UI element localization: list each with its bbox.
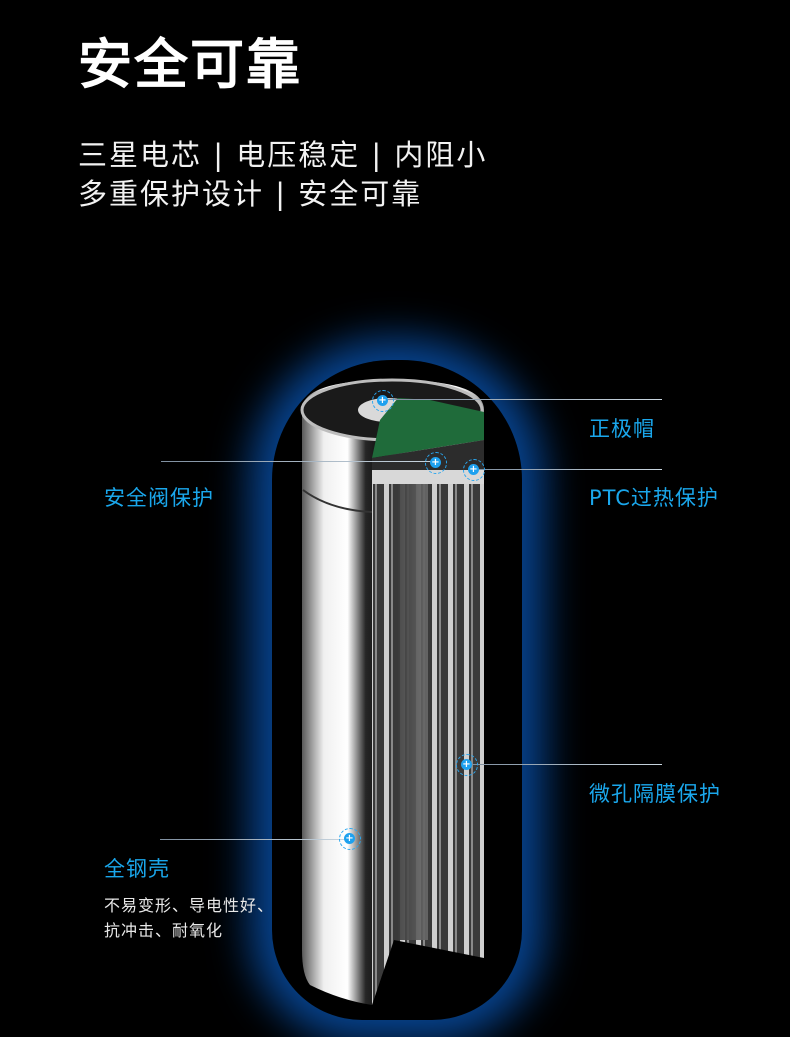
label-separator: 微孔隔膜保护 <box>589 782 721 806</box>
plus-marker-icon[interactable] <box>339 828 361 850</box>
label-safety-valve: 安全阀保护 <box>104 486 214 510</box>
steel-shell-desc-line-1: 不易变形、导电性好、 <box>104 896 275 915</box>
plus-marker-icon[interactable] <box>456 754 478 776</box>
callout-line-positive-cap <box>386 399 662 400</box>
label-positive-cap: 正极帽 <box>589 417 655 441</box>
callout-line-safety-valve <box>161 461 436 462</box>
subtitle-line-2: 多重保护设计 | 安全可靠 <box>78 177 423 211</box>
steel-shell-desc-line-2: 抗冲击、耐氧化 <box>104 921 224 940</box>
plus-marker-icon[interactable] <box>463 459 485 481</box>
plus-marker-icon[interactable] <box>372 390 394 412</box>
label-steel-shell: 全钢壳 <box>104 857 170 881</box>
page-title: 安全可靠 <box>78 33 302 96</box>
callout-line-ptc <box>474 469 662 470</box>
subtitle-line-1: 三星电芯 | 电压稳定 | 内阻小 <box>78 138 488 172</box>
plus-marker-icon[interactable] <box>425 452 447 474</box>
callout-line-separator <box>467 764 662 765</box>
label-ptc: PTC过热保护 <box>589 486 719 510</box>
callout-line-steel-shell <box>160 839 350 840</box>
